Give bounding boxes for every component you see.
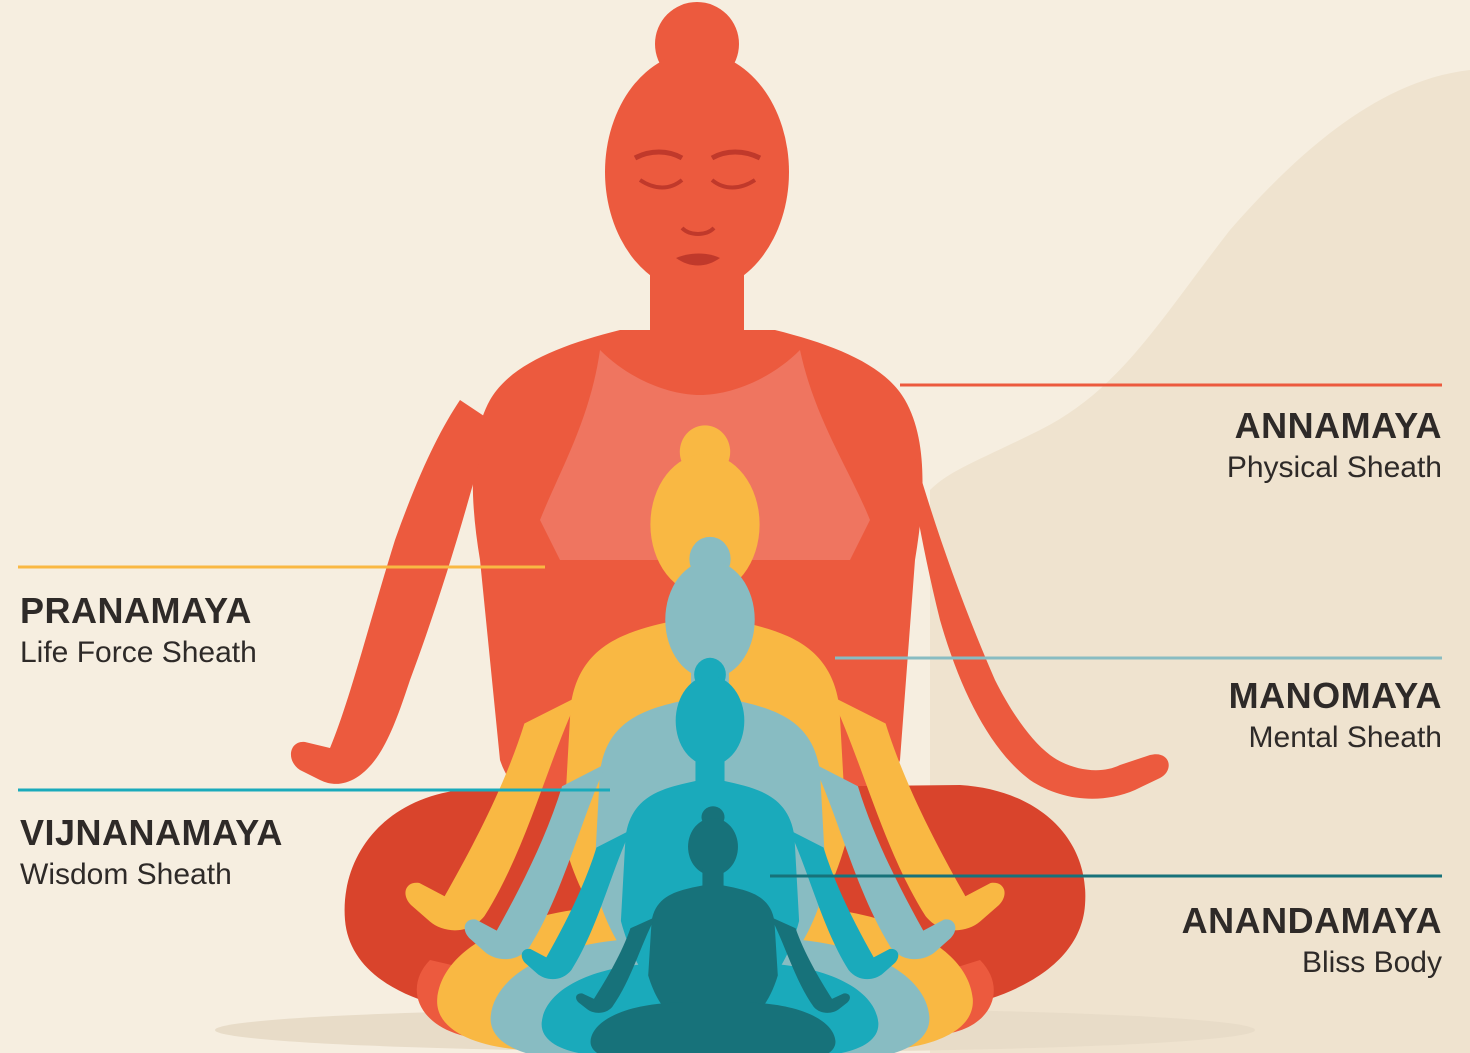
anandamaya-label: ANANDAMAYA Bliss Body	[1182, 903, 1442, 978]
vijnanamaya-title: VIJNANAMAYA	[20, 815, 283, 851]
manomaya-title: MANOMAYA	[1229, 678, 1442, 714]
annamaya-description: Physical Sheath	[1227, 453, 1442, 483]
annamaya-label: ANNAMAYA Physical Sheath	[1227, 408, 1442, 483]
pranamaya-label: PRANAMAYA Life Force Sheath	[20, 593, 257, 668]
manomaya-label: MANOMAYA Mental Sheath	[1229, 678, 1442, 753]
manomaya-description: Mental Sheath	[1229, 723, 1442, 753]
annamaya-title: ANNAMAYA	[1227, 408, 1442, 444]
pranamaya-title: PRANAMAYA	[20, 593, 257, 629]
vijnanamaya-label: VIJNANAMAYA Wisdom Sheath	[20, 815, 283, 890]
vijnanamaya-description: Wisdom Sheath	[20, 860, 283, 890]
pranamaya-description: Life Force Sheath	[20, 638, 257, 668]
anandamaya-title: ANANDAMAYA	[1182, 903, 1442, 939]
anandamaya-description: Bliss Body	[1182, 948, 1442, 978]
